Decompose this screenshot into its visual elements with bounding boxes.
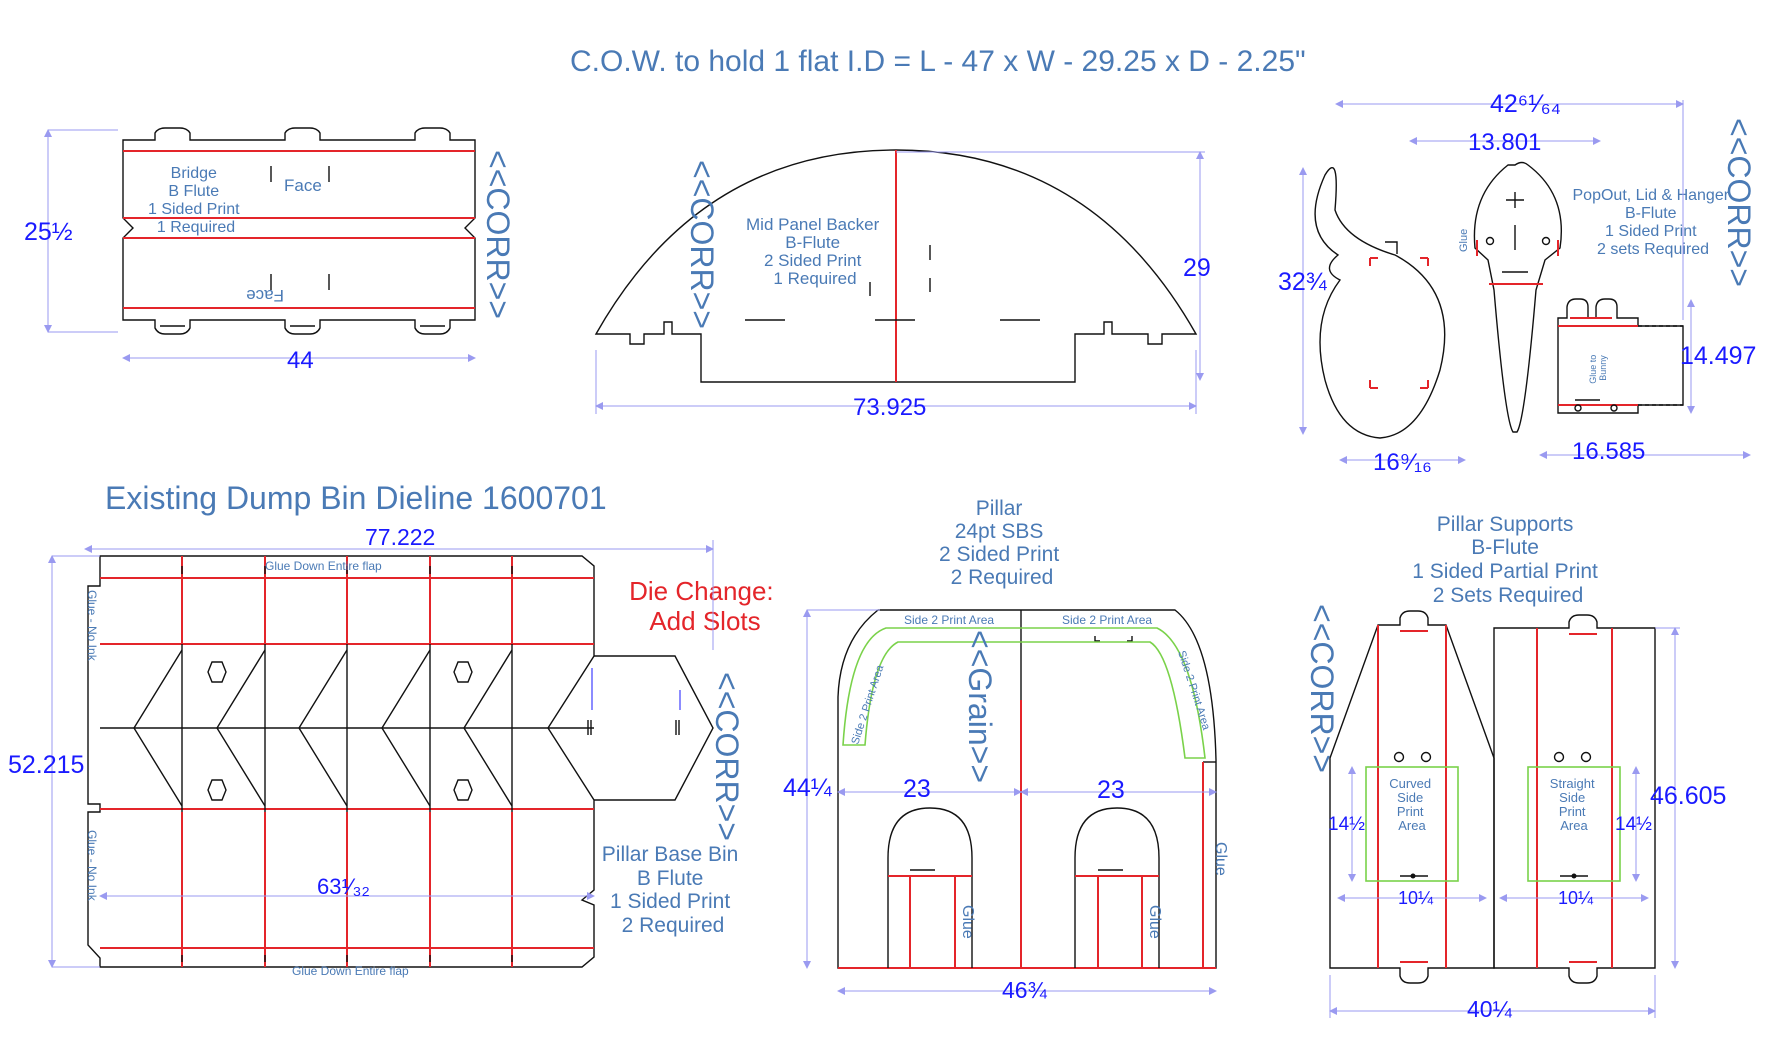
popout-label: PopOut, Lid & Hanger B-Flute 1 Sided Pri… <box>1573 187 1734 258</box>
bridge-corr: <<CORR>> <box>480 150 516 319</box>
dump-bin-corr: <<CORR>> <box>709 672 745 841</box>
pillar-print-area-right: Side 2 Print Area <box>1175 649 1212 732</box>
support-height: 46.605 <box>1650 782 1726 810</box>
die-change-note: Die Change: Add Slots <box>629 576 781 636</box>
lid-dieline <box>1473 161 1562 433</box>
pillar-supports-label: Pillar Supports B-Flute 1 Sided Partial … <box>1412 513 1603 607</box>
lid-width: 13.801 <box>1468 129 1541 156</box>
support-right-10: 10¼ <box>1558 888 1594 908</box>
hanger-width: 16.585 <box>1572 438 1645 465</box>
pillar-glue-left: Glue <box>959 905 976 939</box>
pillar-glue-right: Glue <box>1212 842 1229 876</box>
dump-bin-height: 52.215 <box>8 751 84 779</box>
bridge-dieline <box>122 127 476 335</box>
pillar-label: Pillar 24pt SBS 2 Sided Print 2 Required <box>939 497 1065 589</box>
mid-panel-dieline <box>594 149 1198 383</box>
pillar-dieline <box>837 609 1217 969</box>
pillar-print-area-outline <box>842 627 1206 759</box>
straight-print-area: Straight Side Print Area <box>1550 776 1598 833</box>
lid-glue: Glue <box>1458 229 1470 252</box>
curved-print-area: Curved Side Print Area <box>1389 776 1435 833</box>
support-left-10: 10¼ <box>1398 888 1434 908</box>
dump-bin-glue-no-ink-bottom: Glue - No Ink <box>85 830 99 902</box>
pillar-width: 46¾ <box>1002 977 1048 1003</box>
pillar-print-area-left: Side 2 Print Area <box>849 663 886 746</box>
pillar-right-23: 23 <box>1097 776 1125 804</box>
mid-panel-height: 29 <box>1183 254 1211 282</box>
pillar-height: 44¼ <box>783 774 833 802</box>
hanger-height: 14.497 <box>1680 342 1756 370</box>
support-left-14: 14½ <box>1328 814 1365 835</box>
pillar-print-area-1: Side 2 Print Area <box>904 613 994 627</box>
bridge-face-top: Face <box>284 176 322 195</box>
dump-bin-glue-no-ink-top: Glue - No Ink <box>85 590 99 662</box>
bunny-popout-dieline <box>1314 167 1446 439</box>
bridge-label: Bridge B Flute 1 Sided Print 1 Required <box>148 165 244 236</box>
bridge-width: 44 <box>287 347 314 374</box>
straight-print-area-outline <box>1527 766 1621 882</box>
dump-bin-glue-top: Glue Down Entire flap <box>265 559 382 573</box>
bridge-height: 25½ <box>24 218 73 246</box>
pillar-print-area-2: Side 2 Print Area <box>1062 613 1152 627</box>
mid-panel-width: 73.925 <box>853 394 926 421</box>
pillar-left-23: 23 <box>903 775 931 803</box>
curved-print-area-outline <box>1365 766 1459 882</box>
hanger-glue-to-bunny: Glue to Bunny <box>1588 352 1608 384</box>
pillar-supports-dieline <box>1329 610 1656 984</box>
popout-total-width: 42⁶¹⁄₆₄ <box>1490 90 1561 118</box>
dump-bin-glue-bottom: Glue Down Entire flap <box>292 964 409 978</box>
pillar-supports-corr: <<CORR>> <box>1304 604 1340 773</box>
mid-panel-corr: <<CORR>> <box>684 160 720 329</box>
page-title: C.O.W. to hold 1 flat I.D = L - 47 x W -… <box>570 45 1306 78</box>
pillar-grain: <<Grain>> <box>962 630 998 783</box>
bunny-width: 16⁹⁄₁₆ <box>1373 449 1432 476</box>
bunny-height: 32¾ <box>1278 268 1328 296</box>
popout-corr: <<CORR>> <box>1721 118 1757 287</box>
support-width: 40¼ <box>1467 996 1513 1022</box>
dump-bin-label: Pillar Base Bin B Flute 1 Sided Print 2 … <box>602 843 744 937</box>
pillar-glue-mid: Glue <box>1146 905 1163 939</box>
dump-bin-width: 77.222 <box>365 524 435 550</box>
mid-panel-label: Mid Panel Backer B-Flute 2 Sided Print 1… <box>746 215 884 288</box>
bridge-face-bottom: Face <box>246 286 284 305</box>
dump-bin-dieline <box>87 555 714 968</box>
support-right-14: 14½ <box>1615 814 1652 835</box>
dump-bin-title: Existing Dump Bin Dieline 1600701 <box>105 480 607 516</box>
hanger-dieline <box>1557 298 1684 414</box>
dump-bin-inner: 63¹⁄₃₂ <box>317 874 370 899</box>
